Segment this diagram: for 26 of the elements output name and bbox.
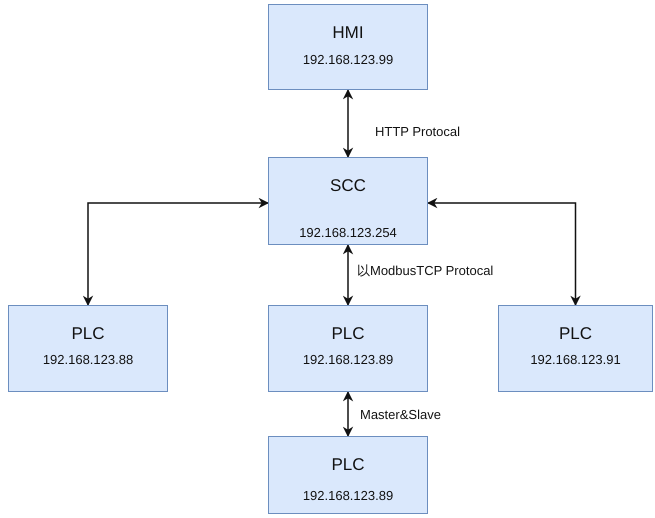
double-arrow bbox=[342, 244, 354, 306]
device-box bbox=[268, 305, 428, 392]
edge-label: 以ModbusTCP Protocal bbox=[357, 262, 494, 280]
ip-address: 192.168.123.88 bbox=[42, 352, 134, 367]
ip-address: 192.168.123.254 bbox=[298, 225, 398, 240]
ip-address: 192.168.123.89 bbox=[302, 488, 394, 503]
double-arrow bbox=[82, 198, 270, 306]
double-arrow bbox=[426, 198, 581, 306]
device-box bbox=[268, 4, 428, 90]
device-name: PLC bbox=[558, 324, 592, 344]
device-box bbox=[8, 305, 168, 392]
device-name: SCC bbox=[330, 176, 366, 196]
device-name: PLC bbox=[331, 324, 365, 344]
ip-address: 192.168.123.89 bbox=[302, 352, 394, 367]
device-name: PLC bbox=[71, 324, 105, 344]
device-box bbox=[268, 436, 428, 514]
device-name: PLC bbox=[331, 455, 365, 475]
device-box bbox=[268, 157, 428, 245]
ip-address: 192.168.123.91 bbox=[529, 352, 622, 367]
device-name: HMI bbox=[332, 23, 364, 43]
edge-label: HTTP Protocal bbox=[375, 124, 460, 139]
double-arrow bbox=[342, 88, 354, 158]
edge-label: Master&Slave bbox=[360, 407, 441, 422]
device-box bbox=[498, 305, 653, 392]
double-arrow bbox=[342, 390, 354, 438]
ip-address: 192.168.123.99 bbox=[302, 52, 394, 67]
